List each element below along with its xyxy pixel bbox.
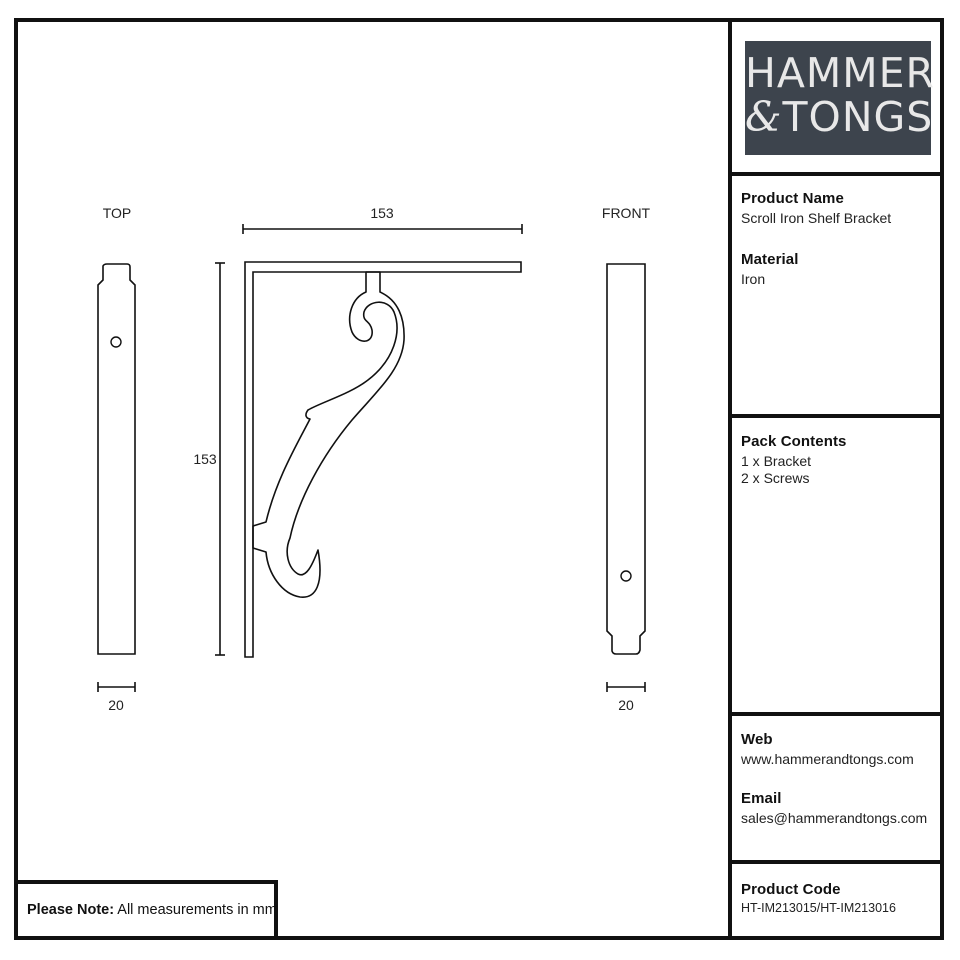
brand-logo: HAMMER &TONGS bbox=[745, 41, 936, 155]
brand-logo-line1: HAMMER bbox=[745, 49, 936, 97]
front-depth-dim-text: 20 bbox=[618, 697, 634, 713]
web-link[interactable]: www.hammerandtongs.com bbox=[741, 751, 914, 767]
pack-contents-item: 2 x Screws bbox=[741, 470, 810, 486]
height-dim-text: 153 bbox=[193, 451, 217, 467]
pack-contents-cell: Pack Contents 1 x Bracket 2 x Screws bbox=[728, 418, 944, 716]
brand-logo-line2-text: TONGS bbox=[782, 93, 934, 141]
material-label: Material bbox=[741, 251, 799, 268]
pack-contents-label: Pack Contents bbox=[741, 433, 847, 450]
top-view-screw-hole bbox=[110, 336, 122, 348]
brand-ampersand: & bbox=[745, 93, 783, 141]
bracket-scroll-ornament bbox=[252, 271, 405, 598]
product-code-value: HT-IM213015/HT-IM213016 bbox=[741, 901, 896, 915]
brand-logo-line2: &TONGS bbox=[745, 93, 934, 141]
email-label: Email bbox=[741, 790, 782, 807]
front-view-screw-hole bbox=[620, 570, 632, 582]
web-label: Web bbox=[741, 731, 773, 748]
top-depth-dim-text: 20 bbox=[108, 697, 124, 713]
top-view-outline bbox=[97, 263, 136, 655]
material-value: Iron bbox=[741, 271, 766, 287]
contact-cell: Web www.hammerandtongs.com Email sales@h… bbox=[728, 716, 944, 864]
logo-cell bbox=[728, 18, 944, 176]
product-name-label: Product Name bbox=[741, 190, 844, 207]
front-view-label: FRONT bbox=[602, 205, 651, 221]
email-link[interactable]: sales@hammerandtongs.com bbox=[741, 810, 928, 826]
note-label: Please Note: bbox=[27, 902, 115, 918]
top-view-label: TOP bbox=[103, 205, 132, 221]
product-name-value: Scroll Iron Shelf Bracket bbox=[741, 210, 892, 226]
width-dim-text: 153 bbox=[370, 205, 394, 221]
product-code-label: Product Code bbox=[741, 881, 841, 898]
product-code-cell: Product Code HT-IM213015/HT-IM213016 bbox=[728, 864, 944, 940]
info-column: Product Name Scroll Iron Shelf Bracket M… bbox=[728, 18, 944, 940]
note-text: All measurements in mm bbox=[117, 902, 277, 918]
product-info-cell: Product Name Scroll Iron Shelf Bracket M… bbox=[728, 176, 944, 418]
drawing-frame bbox=[14, 18, 944, 940]
front-view-outline bbox=[606, 263, 646, 655]
pack-contents-item: 1 x Bracket bbox=[741, 453, 812, 469]
measurement-note: Please Note: All measurements in mm bbox=[14, 880, 278, 940]
bracket-l-profile bbox=[244, 261, 522, 658]
